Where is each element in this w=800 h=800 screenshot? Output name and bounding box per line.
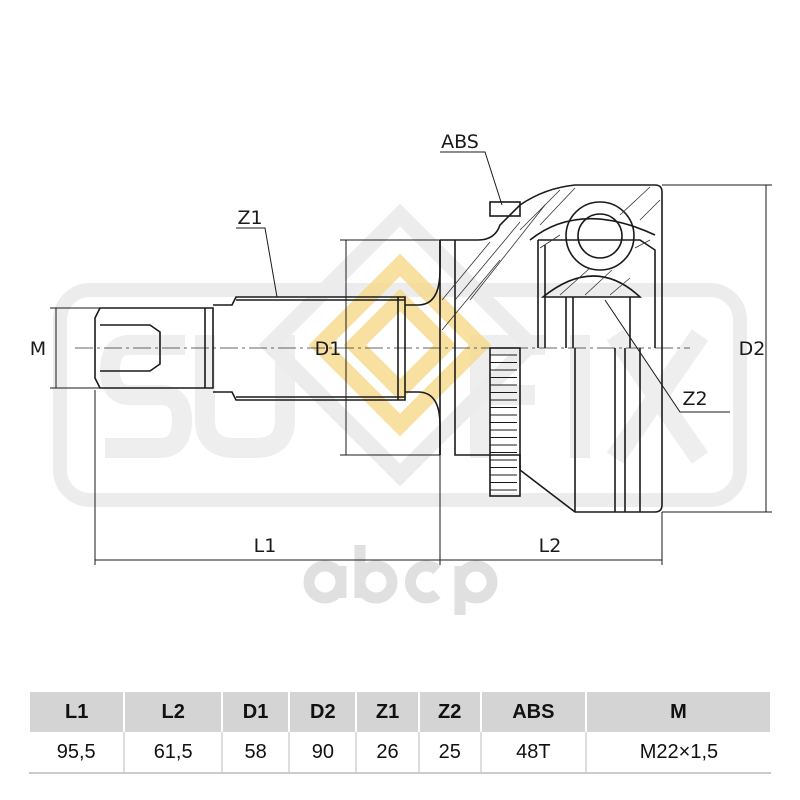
- value-z2: 25: [417, 732, 481, 774]
- z1-label: Z1: [237, 207, 262, 229]
- header-l2: L2: [123, 690, 223, 732]
- section-hatching: [441, 186, 661, 331]
- d1-label: D1: [315, 338, 342, 360]
- value-m: M22×1,5: [584, 732, 771, 774]
- header-d1: D1: [220, 690, 291, 732]
- spec-table-row: 95,5 61,5 58 90 26 25 48T M22×1,5: [29, 732, 771, 774]
- value-z1: 26: [355, 732, 419, 774]
- value-d2: 90: [288, 732, 357, 774]
- header-d2: D2: [288, 690, 358, 732]
- watermark-logo: [53, 203, 747, 615]
- value-d1: 58: [220, 732, 290, 774]
- spec-table: L1 L2 D1 D2 Z1 Z2 ABS M 95,5 61,5 58 90 …: [27, 690, 773, 774]
- header-m: M: [584, 690, 773, 732]
- abs-ring-teeth: [490, 354, 517, 491]
- watermark-brand: [303, 545, 498, 615]
- l2-label: L2: [539, 535, 562, 557]
- m-label: M: [30, 338, 46, 360]
- header-z1: Z1: [355, 690, 420, 732]
- value-l2: 61,5: [123, 732, 222, 774]
- header-z2: Z2: [417, 690, 482, 732]
- d2-label: D2: [739, 338, 766, 360]
- header-l1: L1: [27, 690, 126, 732]
- value-abs: 48T: [479, 732, 586, 774]
- header-abs: ABS: [479, 690, 587, 732]
- cv-joint-drawing: ABS Z1 Z2 M D1 D2 L1 L2: [30, 131, 772, 615]
- z2-label: Z2: [682, 388, 707, 410]
- l1-label: L1: [254, 535, 277, 557]
- value-l1: 95,5: [29, 732, 125, 774]
- dimension-lines: [50, 151, 772, 565]
- abs-label: ABS: [441, 131, 479, 153]
- spec-table-header: L1 L2 D1 D2 Z1 Z2 ABS M: [27, 690, 773, 732]
